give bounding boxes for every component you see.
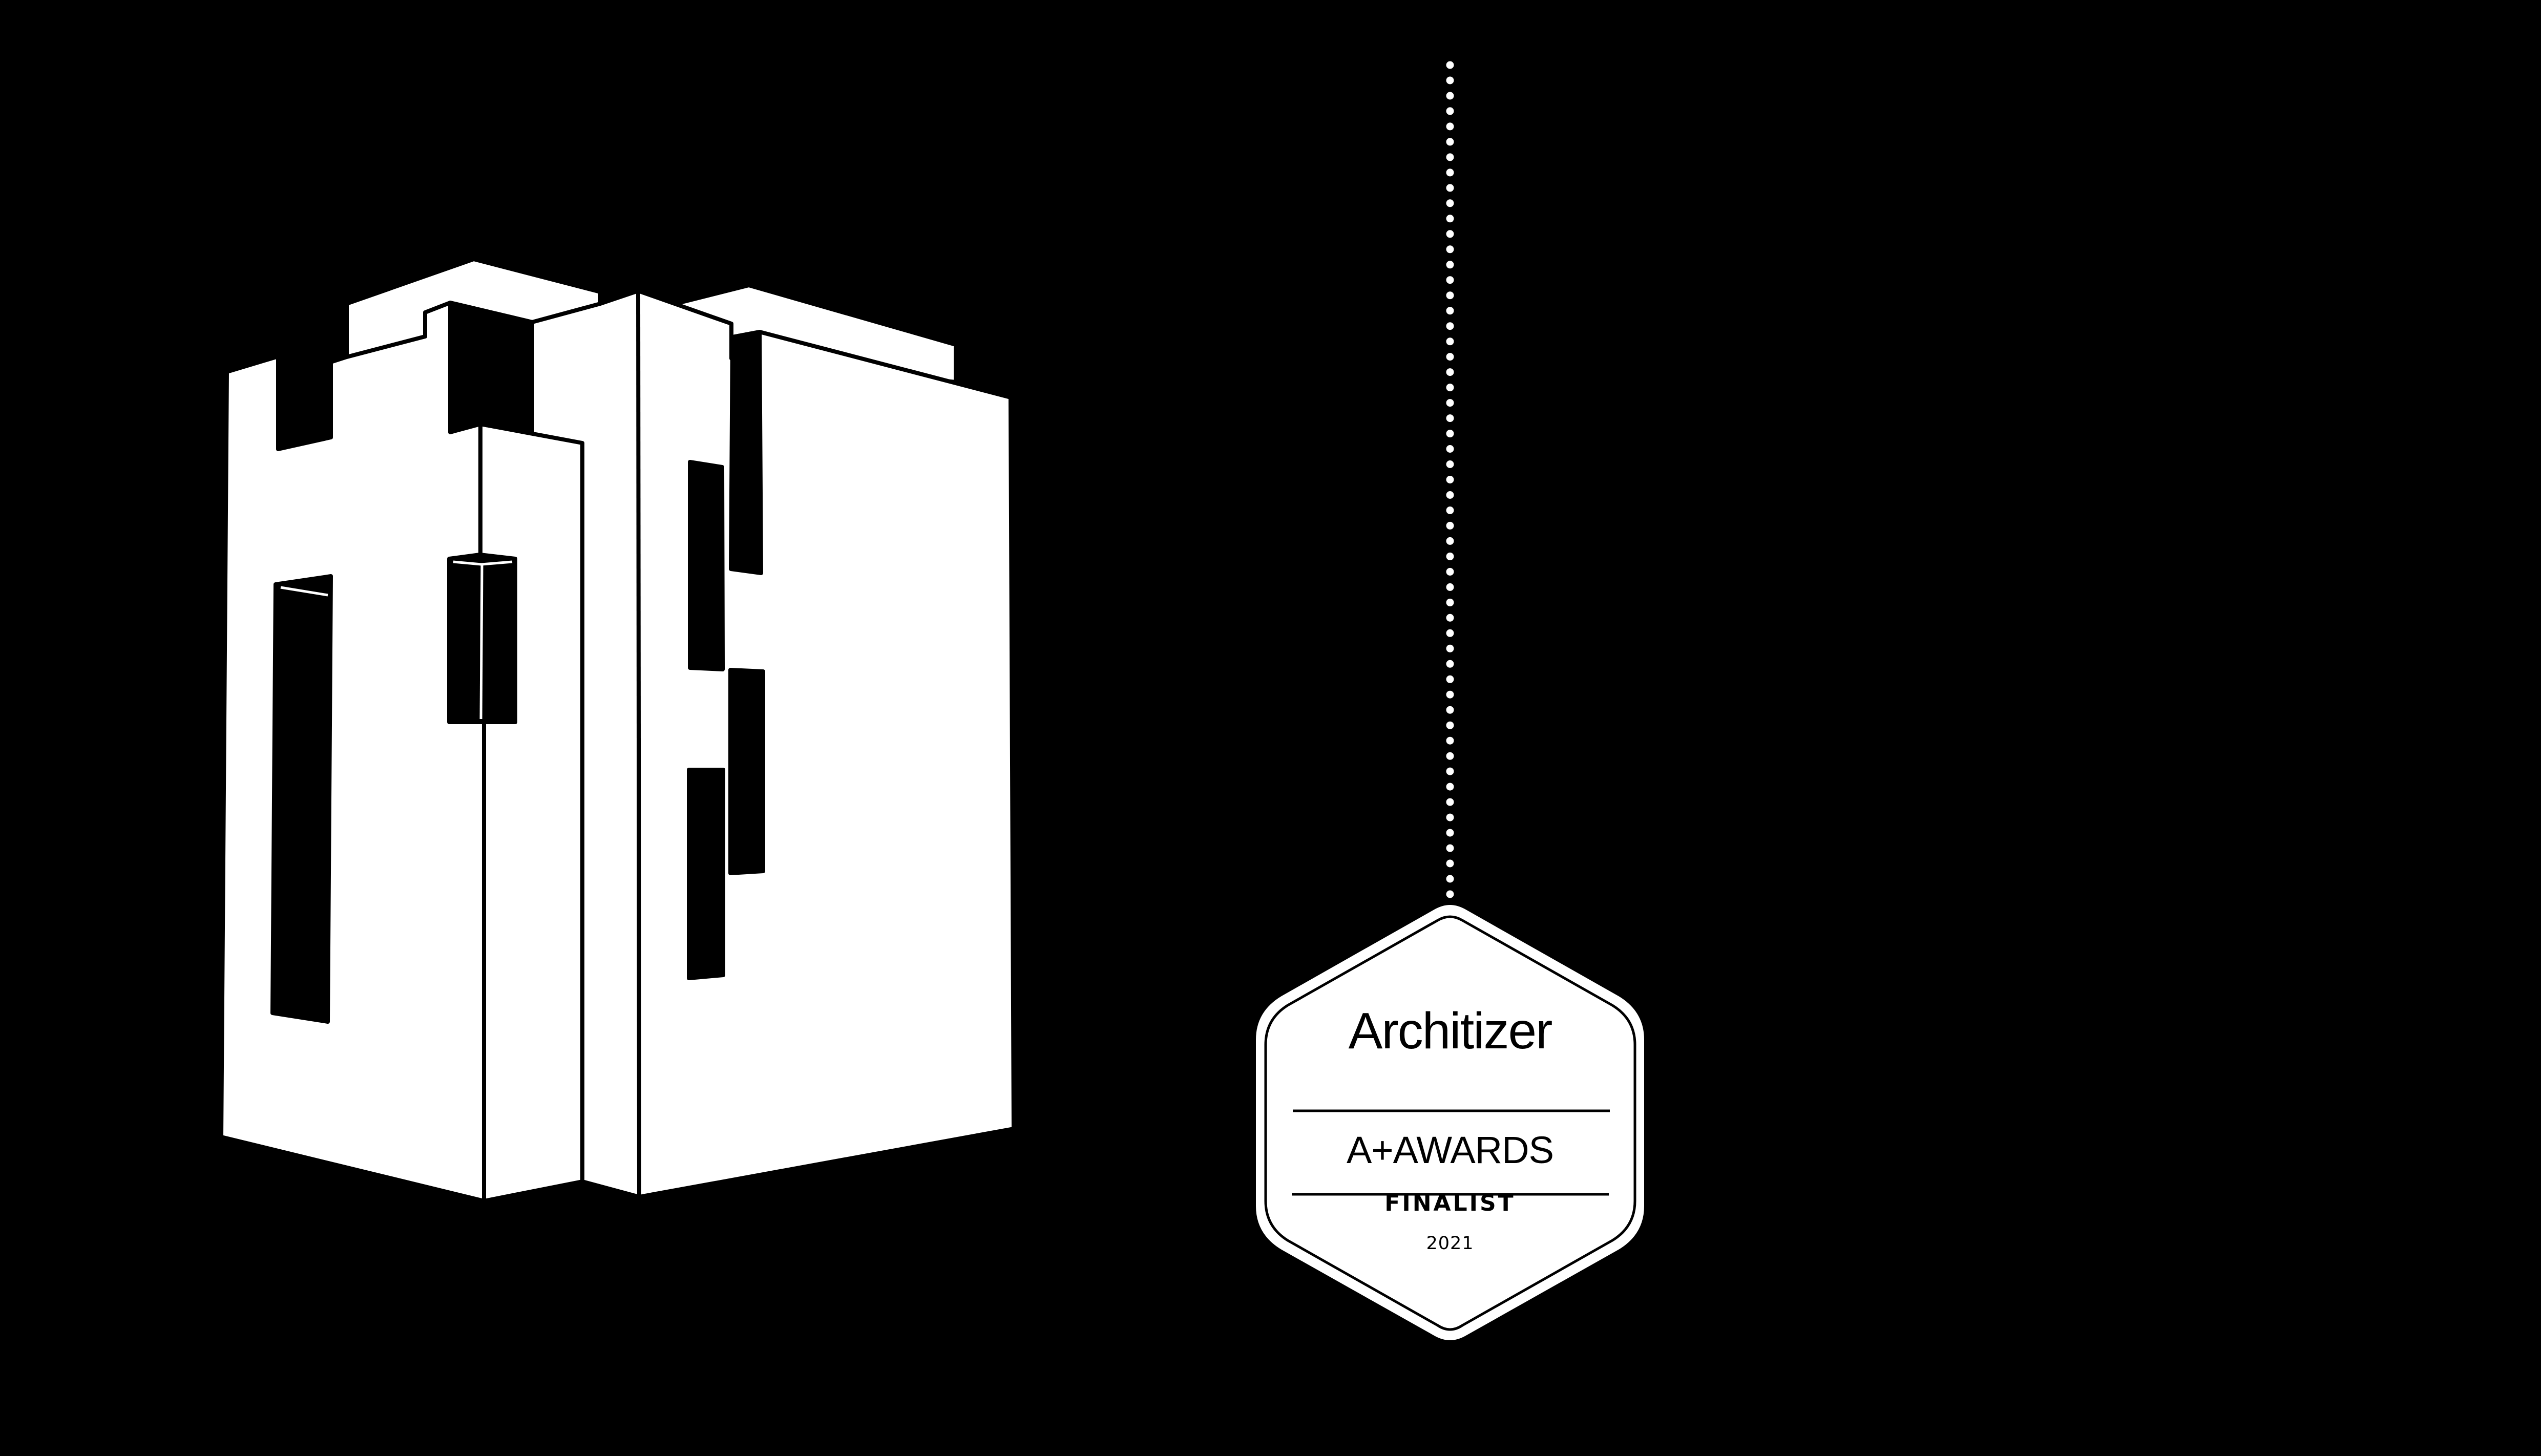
badge-year: 2021 [1426,1233,1474,1254]
badge-program-title: A+AWARDS [1347,1129,1554,1171]
building-icon [219,257,1016,1203]
dotted-line-icon [1446,61,1454,898]
hexagon-badge-icon [1256,905,1644,1340]
badge-brand-logo: Architizer [1348,1002,1553,1060]
badge-status-label: FINALIST [1384,1190,1516,1216]
